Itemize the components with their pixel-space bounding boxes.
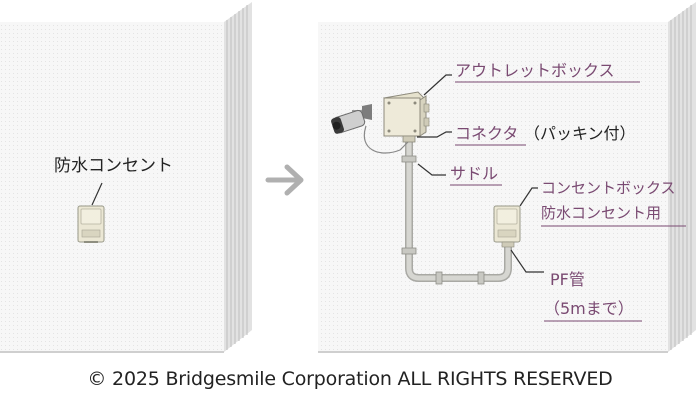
outlet-box <box>382 91 430 137</box>
pf-pipe <box>401 140 512 285</box>
connector <box>402 135 416 143</box>
pf-pipe-label-group: PF管 （5mまで） <box>544 270 642 322</box>
arrow-right-icon <box>265 164 304 196</box>
consent-box-label-group: コンセントボックス 防水コンセント用 <box>541 179 686 227</box>
pf-pipe-label: PF管 <box>550 270 585 289</box>
camera-icon <box>331 104 409 154</box>
wall-after <box>318 2 696 353</box>
connector-label: コネクタ <box>455 124 518 143</box>
leader-line-before <box>91 182 103 206</box>
connector-note: （パッキン付） <box>524 124 636 143</box>
consent-box-label-line1: コンセントボックス <box>541 179 676 197</box>
consent-box-label-line2: 防水コンセント用 <box>541 204 661 222</box>
saddle-clamp <box>401 155 485 285</box>
before-label: 防水コンセント <box>54 156 173 176</box>
outlet-box-label-group: アウトレットボックス <box>455 61 640 83</box>
outlet-box-label: アウトレットボックス <box>455 61 615 80</box>
connector-label-group: コネクタ （パッキン付） <box>455 124 636 146</box>
pf-pipe-note: （5mまで） <box>544 299 634 318</box>
wall-after-face <box>318 22 668 352</box>
waterproof-outlet-before <box>77 205 105 243</box>
wall-before <box>0 2 252 353</box>
saddle-label: サドル <box>450 164 498 183</box>
consent-box-waterproof <box>493 205 521 248</box>
wall-after-side <box>668 2 696 352</box>
wall-before-side <box>224 2 252 352</box>
copyright-text: © 2025 Bridgesmile Corporation ALL RIGHT… <box>87 368 613 390</box>
leader-lines <box>417 74 544 273</box>
wall-before-face <box>0 22 224 352</box>
saddle-label-group: サドル <box>450 164 502 186</box>
